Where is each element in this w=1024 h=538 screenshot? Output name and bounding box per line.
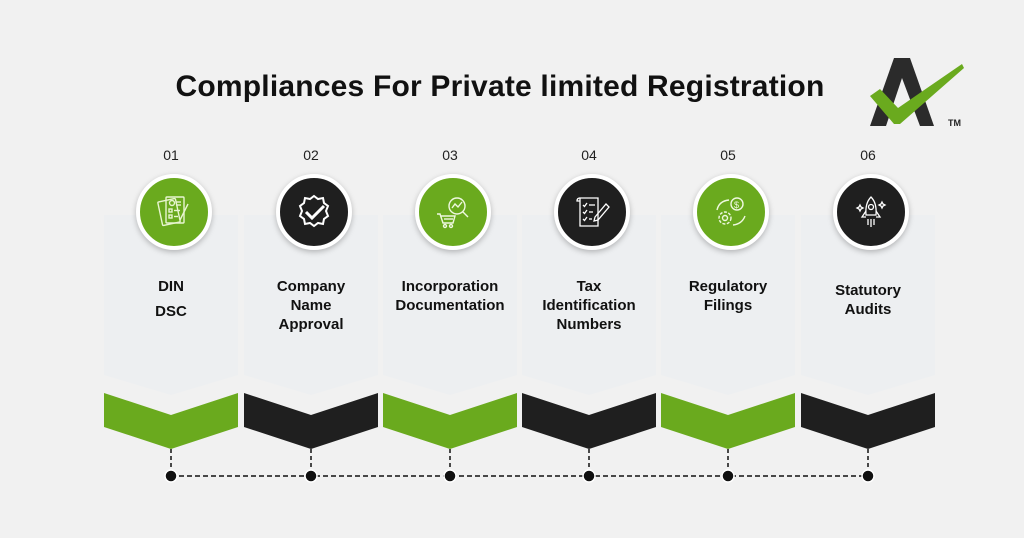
chevron-marker: [661, 393, 795, 449]
step-card: DIN DSC: [104, 215, 238, 395]
step-card: Regulatory Filings: [661, 215, 795, 395]
step-4: 04 Tax Identification Numbers: [522, 0, 656, 538]
step-1: 01 DIN DSC: [104, 0, 238, 538]
step-card: Company Name Approval: [244, 215, 378, 395]
badge-check-icon: [276, 174, 352, 250]
step-label-line: Numbers: [556, 316, 622, 333]
svg-text:$: $: [734, 200, 739, 210]
step-5: 05 Regulatory Filings $: [661, 0, 795, 538]
step-label-line: Identification: [542, 297, 636, 314]
checklist-pen-icon: [554, 174, 630, 250]
chevron-marker: [383, 393, 517, 449]
chevron-marker: [522, 393, 656, 449]
step-3: 03 Incorporation Documentation: [383, 0, 517, 538]
step-2: 02 Company Name Approval: [244, 0, 378, 538]
step-card: Incorporation Documentation: [383, 215, 517, 395]
step-label-line: Audits: [844, 301, 892, 318]
step-number: 01: [163, 147, 179, 163]
step-label-line: Statutory: [835, 282, 901, 299]
brand-logo-icon: TM: [870, 58, 964, 128]
step-label-line: Documentation: [395, 297, 505, 314]
step-label-line: Filings: [703, 297, 753, 314]
step-label-line: Approval: [278, 316, 344, 333]
step-label-line: DIN: [158, 278, 184, 295]
document-form-icon: [136, 174, 212, 250]
rocket-icon: [833, 174, 909, 250]
step-6: 06 Statutory Audits: [801, 0, 935, 538]
chevron-marker: [104, 393, 238, 449]
step-number: 05: [720, 147, 736, 163]
chevron-marker: [801, 393, 935, 449]
step-label-line: Incorporation: [401, 278, 499, 295]
step-number: 03: [442, 147, 458, 163]
step-label-line: Company: [276, 278, 346, 295]
step-label-line: Regulatory: [688, 278, 768, 295]
step-label-line: DSC: [155, 303, 187, 320]
step-number: 06: [860, 147, 876, 163]
step-label-line: Tax: [576, 278, 602, 295]
gear-dollar-cycle-icon: $: [693, 174, 769, 250]
step-card: Statutory Audits: [801, 215, 935, 395]
step-number: 02: [303, 147, 319, 163]
page-title: Compliances For Private limited Registra…: [175, 70, 825, 103]
step-card: Tax Identification Numbers: [522, 215, 656, 395]
step-label-line: Name: [290, 297, 332, 314]
step-number: 04: [581, 147, 597, 163]
svg-text:TM: TM: [948, 118, 961, 128]
chevron-marker: [244, 393, 378, 449]
cart-analytics-icon: [415, 174, 491, 250]
